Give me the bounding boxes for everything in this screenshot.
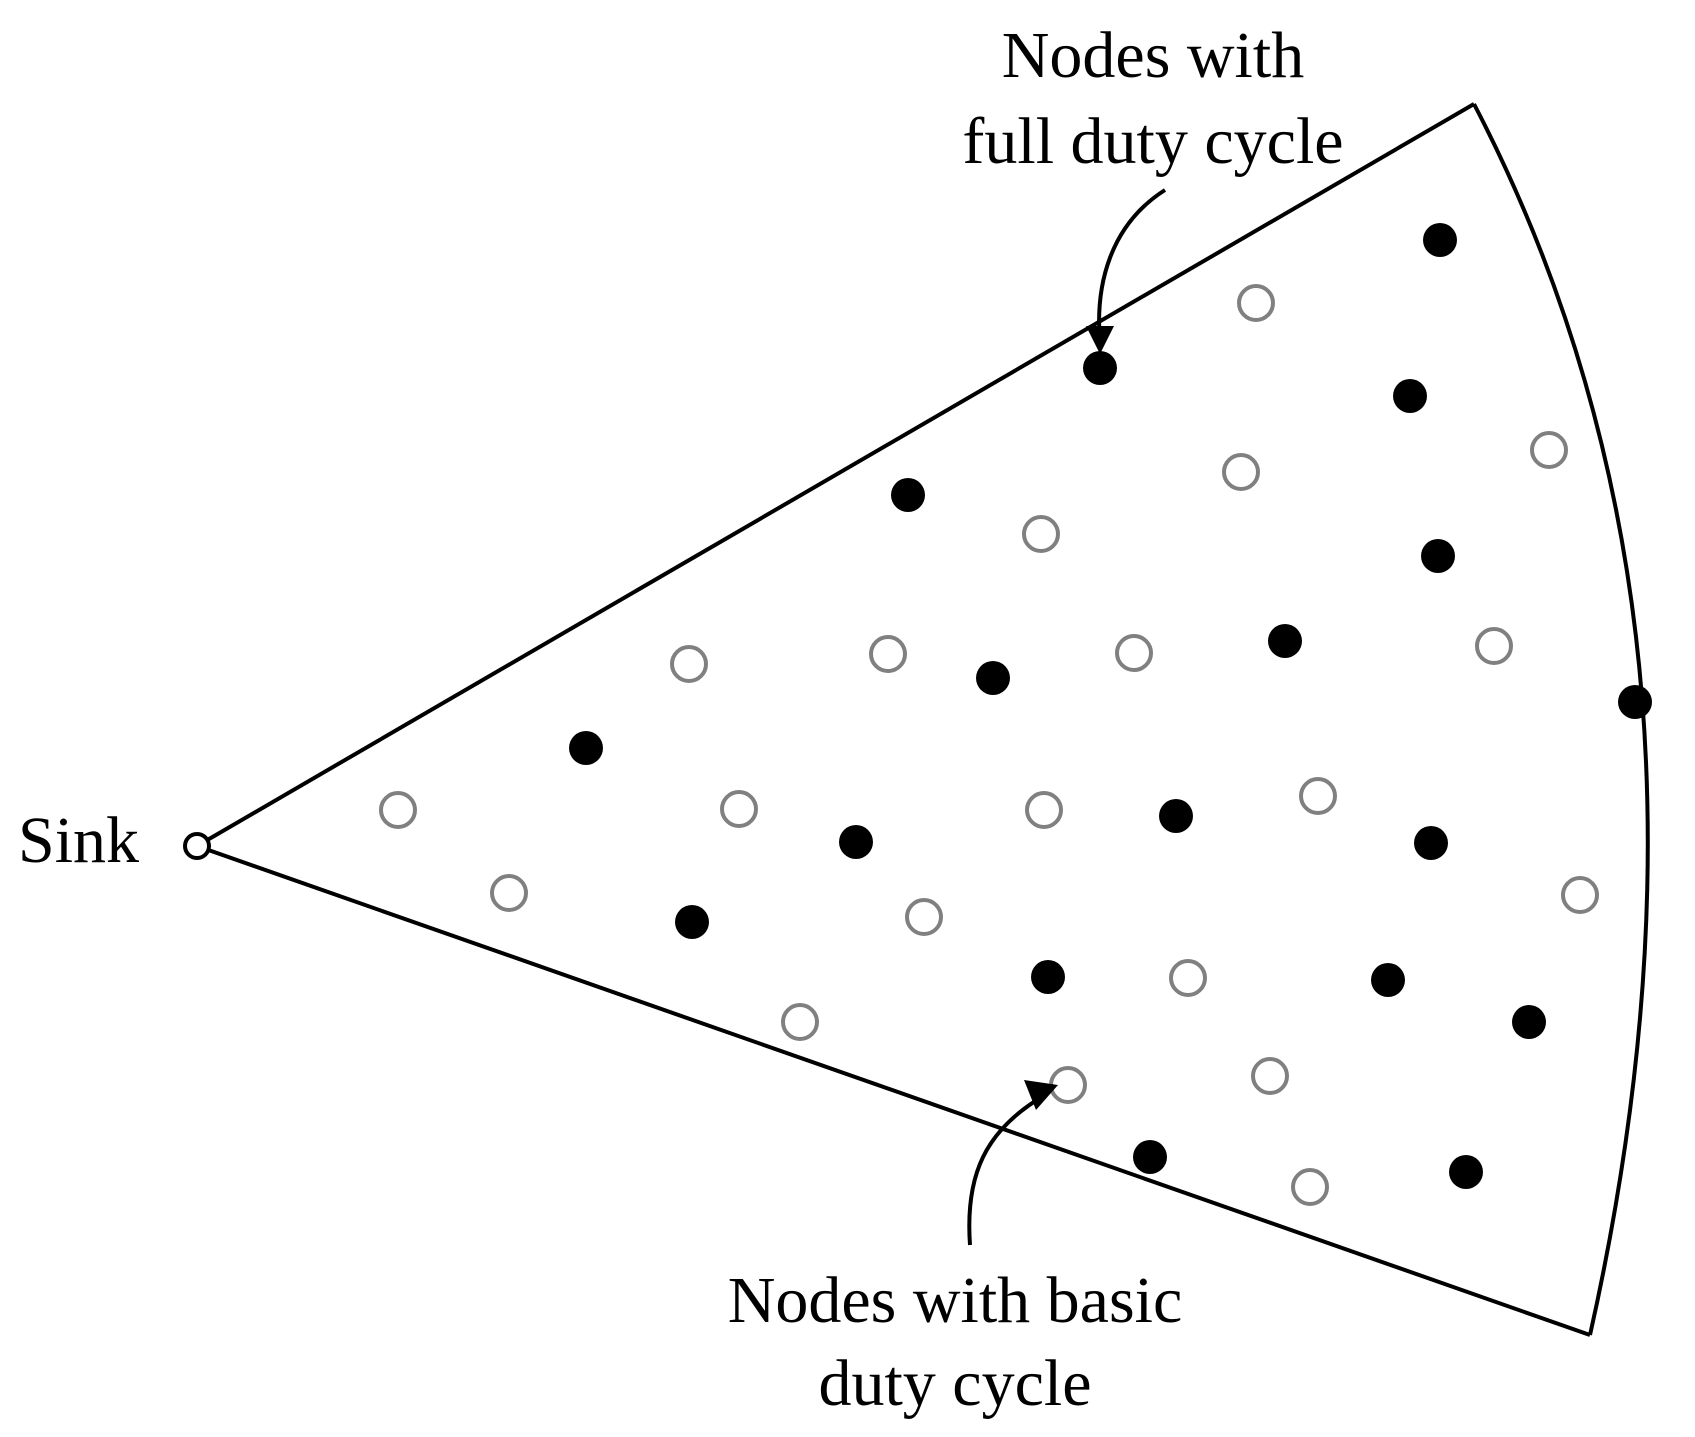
basic-duty-node <box>869 635 907 673</box>
full-duty-node <box>1449 1155 1483 1189</box>
full-duty-label-line2: full duty cycle <box>962 105 1343 178</box>
full-duty-node <box>891 478 925 512</box>
full-duty-node <box>1159 799 1193 833</box>
full-duty-node <box>1268 624 1302 658</box>
basic-duty-node <box>1237 284 1275 322</box>
full-duty-node <box>1371 963 1405 997</box>
full-duty-node <box>1512 1005 1546 1039</box>
basic-duty-node <box>1561 876 1599 914</box>
basic-duty-label-line2: duty cycle <box>818 1347 1091 1420</box>
full-duty-node <box>1393 379 1427 413</box>
basic-duty-node <box>1530 431 1568 469</box>
sensor-nodes <box>379 223 1652 1206</box>
basic-duty-node <box>1299 777 1337 815</box>
basic-duty-node <box>905 898 943 936</box>
sink-label: Sink <box>18 804 139 877</box>
basic-duty-node <box>1022 515 1060 553</box>
sector-outer-arc <box>1472 103 1650 1336</box>
arrow-full-duty-cycle <box>1093 188 1167 348</box>
basic-duty-node <box>781 1003 819 1041</box>
full-duty-node <box>569 731 603 765</box>
sector-upper-edge <box>195 102 1476 848</box>
basic-duty-node <box>1169 959 1207 997</box>
full-duty-node <box>1083 351 1117 385</box>
sector-outline <box>195 102 1650 1337</box>
full-duty-label-line1: Nodes with <box>1002 19 1304 92</box>
sink-node <box>183 832 211 860</box>
basic-duty-node <box>490 874 528 912</box>
basic-duty-node <box>1025 791 1063 829</box>
full-duty-node <box>1133 1140 1167 1174</box>
basic-duty-node <box>1475 627 1513 665</box>
basic-duty-node <box>670 645 708 683</box>
basic-duty-node <box>1291 1168 1329 1206</box>
basic-duty-label-line1: Nodes with basic <box>728 1264 1183 1337</box>
sector-lower-edge <box>196 844 1591 1337</box>
full-duty-node <box>1031 960 1065 994</box>
full-duty-node <box>1421 539 1455 573</box>
basic-duty-node <box>1115 634 1153 672</box>
arrowhead-full-duty-cycle <box>1086 326 1114 354</box>
full-duty-node <box>1414 826 1448 860</box>
arrow-basic-duty-cycle <box>967 1093 1047 1246</box>
arrowhead-basic-duty-cycle <box>1024 1080 1058 1110</box>
full-duty-node <box>1618 685 1652 719</box>
full-duty-node <box>976 661 1010 695</box>
full-duty-node <box>675 905 709 939</box>
full-duty-node <box>1423 223 1457 257</box>
basic-duty-node <box>379 791 417 829</box>
basic-duty-node <box>720 790 758 828</box>
basic-duty-node <box>1251 1057 1289 1095</box>
full-duty-node <box>839 825 873 859</box>
basic-duty-node <box>1222 453 1260 491</box>
